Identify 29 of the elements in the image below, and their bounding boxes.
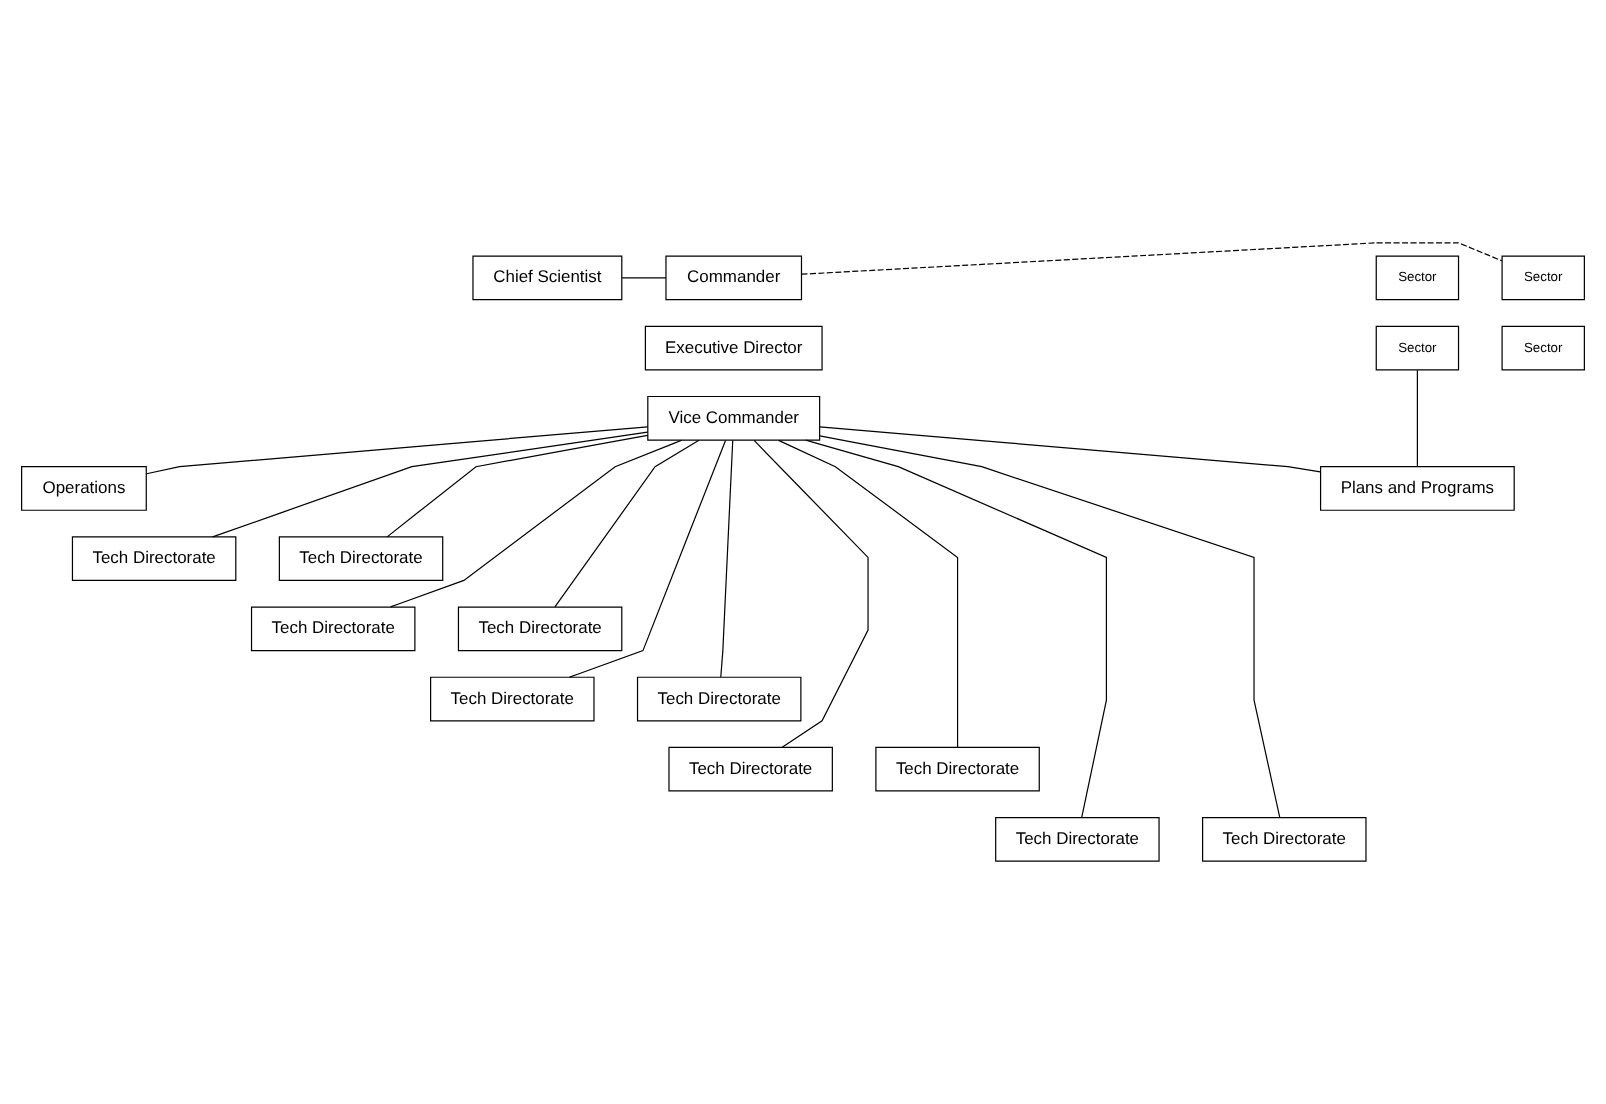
node-box: Tech Directorate bbox=[430, 676, 595, 722]
node-box: Operations bbox=[21, 466, 147, 511]
node-box: Vice Commander bbox=[647, 395, 821, 441]
node-box: Tech Directorate bbox=[636, 676, 802, 722]
connector bbox=[805, 439, 1107, 818]
node-box: Tech Directorate bbox=[995, 817, 1160, 862]
node-box: Tech Directorate bbox=[457, 606, 623, 652]
node-box: Tech Directorate bbox=[1202, 817, 1367, 862]
node-box: Tech Directorate bbox=[250, 606, 416, 652]
node-box: Plans and Programs bbox=[1320, 466, 1515, 511]
connector bbox=[819, 435, 1281, 818]
connector bbox=[800, 242, 1503, 275]
connector bbox=[778, 439, 959, 748]
connector bbox=[569, 439, 727, 678]
node-box: Executive Director bbox=[644, 325, 823, 371]
connector bbox=[621, 277, 667, 279]
node-box: Chief Scientist bbox=[472, 255, 623, 301]
connector bbox=[1416, 369, 1418, 468]
node-box: Commander bbox=[665, 255, 803, 301]
connector bbox=[146, 426, 649, 475]
connector bbox=[720, 439, 734, 678]
connector bbox=[212, 431, 649, 538]
node-box: Tech Directorate bbox=[71, 536, 237, 582]
connector bbox=[554, 439, 700, 608]
node-box: Tech Directorate bbox=[278, 536, 444, 582]
connector bbox=[819, 426, 1321, 473]
connector bbox=[386, 434, 649, 538]
node-box: Tech Directorate bbox=[668, 746, 833, 792]
node-box: Tech Directorate bbox=[875, 746, 1040, 792]
